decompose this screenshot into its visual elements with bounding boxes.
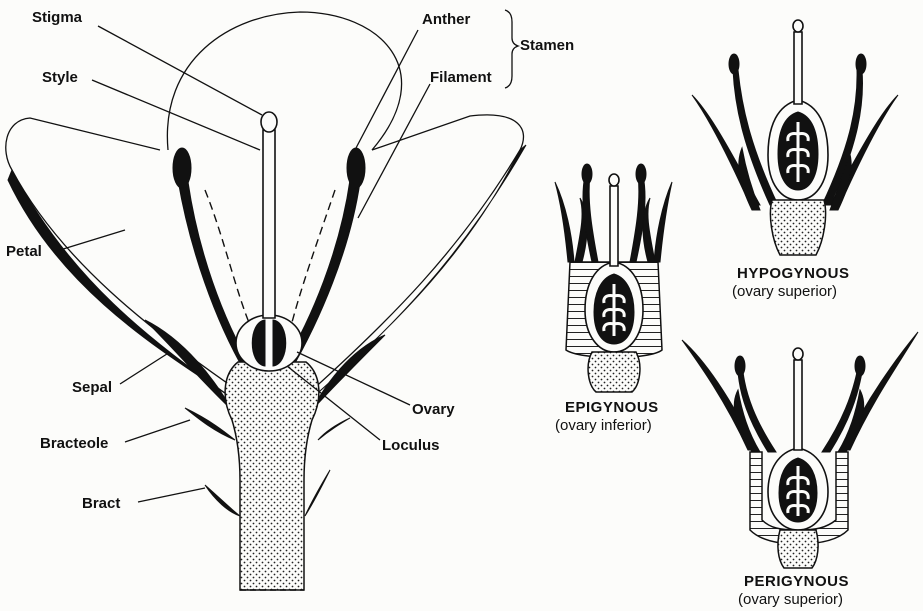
hypogynous-diagram: HYPOGYNOUS (ovary superior) <box>692 20 898 300</box>
label-bracteole: Bracteole <box>40 435 108 452</box>
perigynous-subtitle: (ovary superior) <box>738 591 843 608</box>
epigynous-title: EPIGYNOUS <box>565 399 659 416</box>
label-filament: Filament <box>430 69 492 86</box>
stigma <box>261 112 277 132</box>
hypogynous-subtitle: (ovary superior) <box>732 283 837 300</box>
bract-left <box>205 485 240 516</box>
label-style: Style <box>42 69 78 86</box>
anther-right <box>347 148 365 188</box>
perigynous-title: PERIGYNOUS <box>744 573 849 590</box>
bracteole-right <box>318 418 350 440</box>
filament-back-left <box>205 190 252 330</box>
hypogynous-title: HYPOGYNOUS <box>737 265 850 282</box>
label-stigma: Stigma <box>32 9 83 26</box>
label-stamen: Stamen <box>520 37 574 54</box>
anther-left <box>173 148 191 188</box>
receptacle <box>225 362 319 590</box>
epigynous-diagram: EPIGYNOUS (ovary inferior) <box>555 164 672 434</box>
perigynous-diagram: PERIGYNOUS (ovary superior) <box>682 332 918 608</box>
bracteole-left <box>185 408 235 440</box>
label-ovary: Ovary <box>412 401 455 418</box>
stamen-brace <box>505 10 518 88</box>
label-sepal: Sepal <box>72 379 112 396</box>
bract-right <box>305 470 330 516</box>
label-bract: Bract <box>82 495 120 512</box>
label-petal: Petal <box>6 243 42 260</box>
label-loculus: Loculus <box>382 437 440 454</box>
sepal-right <box>312 335 385 410</box>
sepal-left <box>145 320 232 410</box>
epigynous-subtitle: (ovary inferior) <box>555 417 652 434</box>
label-anther: Anther <box>422 11 470 28</box>
ovary <box>236 315 302 371</box>
style <box>263 130 275 318</box>
